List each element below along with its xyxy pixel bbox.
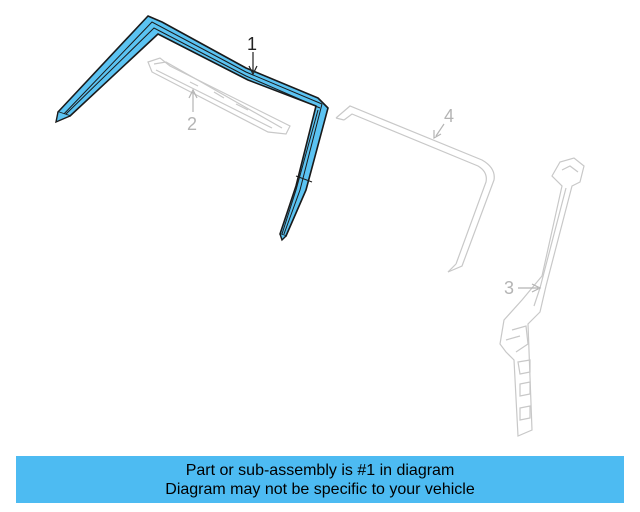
callout-leaders (188, 52, 542, 293)
info-banner: Part or sub-assembly is #1 in diagram Di… (16, 456, 624, 503)
part-2-roof-reinforcement (147, 57, 291, 135)
leader-3-arrow (531, 283, 542, 293)
callout-1: 1 (247, 34, 257, 54)
leader-1-arrow (248, 65, 258, 76)
leader-2-arrow (188, 88, 198, 99)
banner-line-1: Part or sub-assembly is #1 in diagram (185, 462, 455, 479)
part-4-door-weatherstrip (335, 105, 495, 273)
callout-3: 3 (504, 278, 514, 298)
callout-4: 4 (444, 106, 454, 126)
banner-line-2: Diagram may not be specific to your vehi… (165, 481, 475, 498)
callout-2: 2 (187, 114, 197, 134)
leader-4 (435, 123, 445, 137)
parts-diagram: 1 2 3 4 (55, 15, 585, 437)
leader-4-arrow (433, 130, 442, 140)
part-1-windshield-weatherstrip (55, 15, 329, 242)
